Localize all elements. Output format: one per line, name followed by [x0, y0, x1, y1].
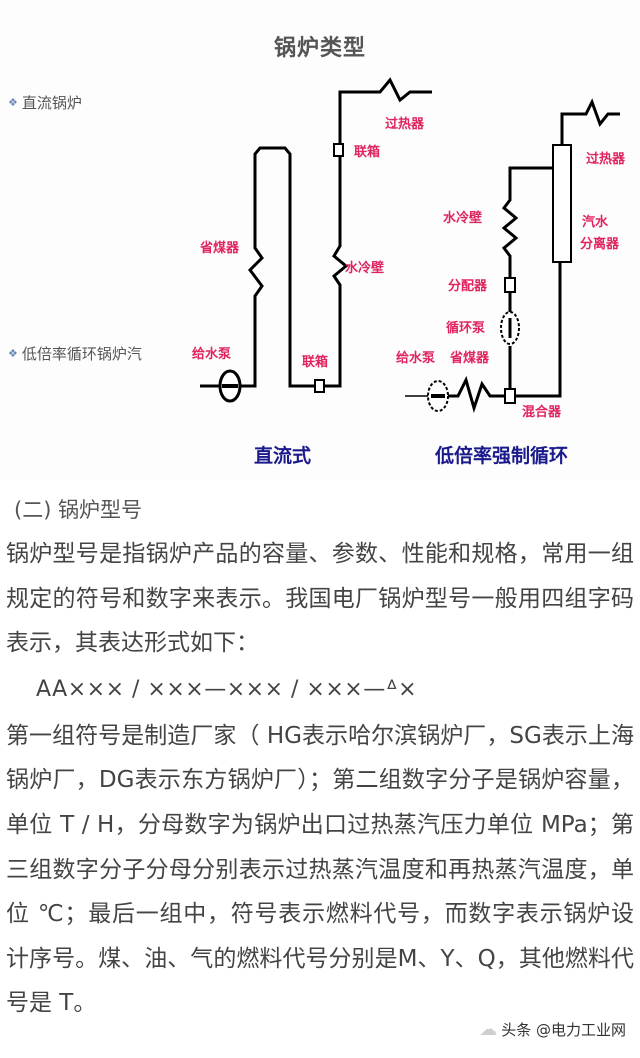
slide-title: 锅炉类型 [273, 36, 366, 61]
label-feed-pump-right: 给水泵 [396, 350, 435, 366]
slide-image: 锅炉类型 ❖ 直流锅炉 ❖ 低倍率循环锅炉汽 [0, 0, 640, 480]
label-economizer-right: 省煤器 [449, 350, 490, 366]
mixer-icon [504, 388, 516, 404]
bullet-once-through: ❖ 直流锅炉 [8, 92, 82, 113]
article-body: (二) 锅炉型号 锅炉型号是指锅炉产品的容量、参数、性能和规格，常用一组规定的符… [0, 488, 640, 1026]
label-superheater-right: 过热器 [586, 151, 626, 167]
label-separator-2: 分离器 [580, 236, 620, 252]
section-heading: (二) 锅炉型号 [14, 498, 143, 522]
label-mixer: 混合器 [522, 404, 562, 420]
low-circulation-piping [405, 98, 620, 414]
diamond-bullet-icon: ❖ [8, 96, 18, 109]
label-water-wall-right: 水冷壁 [443, 210, 482, 226]
header-icon [314, 379, 325, 393]
diamond-bullet-icon: ❖ [8, 347, 18, 360]
watermark-text: 头条 @电力工业网 [501, 1021, 626, 1039]
label-distributor: 分配器 [448, 278, 488, 294]
label-feed-pump: 给水泵 [192, 346, 231, 362]
steam-water-separator-icon [552, 144, 572, 263]
label-water-wall: 水冷壁 [345, 260, 384, 276]
distributor-icon [504, 277, 516, 293]
once-through-piping [200, 77, 432, 388]
model-formula: AA××× / ×××—××× / ×××—ᐞ× [36, 676, 418, 702]
label-circulation-pump: 循环泵 [446, 320, 485, 336]
watermark: ☁ 头条 @电力工业网 [479, 1019, 626, 1040]
label-economizer: 省煤器 [199, 240, 240, 256]
boiler-diagram: 过热器 联箱 省煤器 水冷壁 给水泵 联箱 直流式 过热器 水冷壁 汽水 分离器… [192, 77, 626, 467]
header-icon [333, 143, 344, 157]
paragraph-explanation: 第一组符号是制造厂家（ HG表示哈尔滨锅炉厂，SG表示上海锅炉厂，DG表示东方锅… [6, 722, 634, 1017]
caption-low-circulation: 低倍率强制循环 [434, 444, 568, 467]
bullet-low-circulation: ❖ 低倍率循环锅炉汽 [8, 343, 142, 364]
label-superheater: 过热器 [385, 116, 425, 132]
wechat-icon: ☁ [479, 1019, 498, 1040]
bullet-text: 低倍率循环锅炉汽 [21, 345, 142, 363]
caption-once-through: 直流式 [254, 444, 311, 467]
bullet-text: 直流锅炉 [21, 94, 82, 112]
paragraph-intro: 锅炉型号是指锅炉产品的容量、参数、性能和规格，常用一组规定的符号和数字来表示。我… [6, 541, 634, 657]
label-separator-1: 汽水 [582, 214, 609, 230]
label-header-bottom: 联箱 [302, 354, 328, 370]
label-header-top: 联箱 [354, 144, 380, 160]
